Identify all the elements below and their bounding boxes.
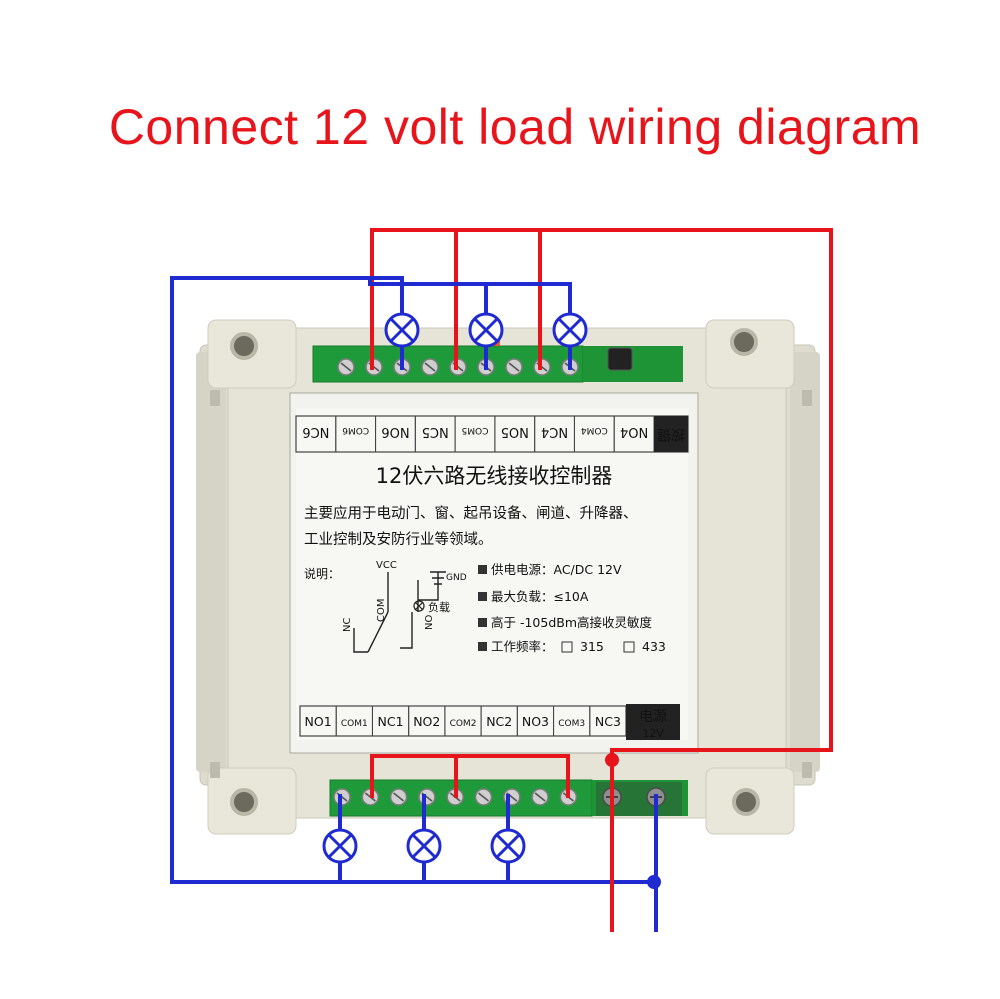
mount-hole-top-left xyxy=(230,332,258,360)
red-wire-bottom xyxy=(370,754,570,798)
legend-load: 负载 xyxy=(428,600,450,614)
spec-bullet xyxy=(478,565,487,574)
top-terminal-label: NO5 xyxy=(501,424,529,439)
top-terminal-label: NO4 xyxy=(620,424,648,439)
spec-freq-315: 315 xyxy=(580,639,604,654)
power-label-box xyxy=(626,704,680,740)
bottom-terminal-label: NO2 xyxy=(413,714,440,729)
description-line-2: 工业控制及安防行业等领域。 xyxy=(304,530,493,548)
spec-sensitivity: 高于 -105dBm高接收灵敏度 xyxy=(491,615,653,630)
bottom-terminal-label: NC1 xyxy=(378,714,404,729)
diagram-title: Connect 12 volt load wiring diagram xyxy=(108,99,922,155)
screw-slot xyxy=(478,792,489,802)
top-terminal-label: NC6 xyxy=(302,424,329,439)
legend-com: COM xyxy=(376,599,387,622)
spec-max-load: 最大负载：≤10A xyxy=(491,589,589,604)
screw-slot xyxy=(508,362,520,372)
description-line-1: 主要应用于电动门、窗、起吊设备、闸道、升降器、 xyxy=(304,504,638,522)
device-heading: 12伏六路无线接收控制器 xyxy=(376,464,613,488)
spec-bullet xyxy=(478,618,487,627)
screw-slot xyxy=(393,792,405,802)
power-label: 电源 xyxy=(639,709,667,725)
spec-freq-433: 433 xyxy=(642,639,666,654)
screw-slot xyxy=(534,792,546,802)
legend-title: 说明： xyxy=(304,566,340,581)
lamp-cross xyxy=(389,317,415,343)
load-lamps xyxy=(322,296,588,880)
screw-slot xyxy=(340,362,352,372)
legend-gnd: GND xyxy=(446,573,467,583)
bottom-terminal-label: COM1 xyxy=(341,719,368,729)
legend-load-icon xyxy=(413,600,425,612)
spec-freq-label: 工作频率： xyxy=(491,639,554,654)
legend-no: NO xyxy=(424,615,435,630)
mount-hole-bottom-left xyxy=(230,788,258,816)
lamp-cross xyxy=(557,317,583,343)
bottom-terminal-label: NC2 xyxy=(486,714,512,729)
screw-slot xyxy=(424,362,436,372)
bottom-terminal-label: COM2 xyxy=(450,719,477,729)
top-terminal-label: NC5 xyxy=(422,424,449,439)
top-terminal-label: COM5 xyxy=(462,425,489,435)
spec-bullet xyxy=(478,642,487,651)
red-junction-dot xyxy=(605,753,619,767)
mount-hole-top-right xyxy=(730,328,758,356)
button-label: 按键 xyxy=(657,426,685,442)
lamp-cross xyxy=(327,833,353,859)
bottom-terminal-label: COM3 xyxy=(558,719,585,729)
top-terminal-label: NC4 xyxy=(541,424,568,439)
top-terminal-label: NO6 xyxy=(381,424,409,439)
lamp-cross xyxy=(411,833,437,859)
button-label-box xyxy=(654,416,688,452)
lamp-cross xyxy=(473,317,499,343)
legend-vcc: VCC xyxy=(376,560,397,571)
label-panel: NC6 COM6 NO6 NC5 COM5 NO5 NC4 COM4 NO4 按键 12伏六路无… xyxy=(289,392,699,754)
legend-nc: NC xyxy=(342,618,353,632)
legend-schematic xyxy=(353,571,446,653)
blue-junction-dot xyxy=(647,875,661,889)
spec-power: 供电电源：AC/DC 12V xyxy=(491,562,622,577)
top-terminal-label: COM4 xyxy=(581,425,608,435)
freq-checkbox-433 xyxy=(623,641,635,653)
bottom-terminal-label: NO1 xyxy=(305,714,332,729)
bottom-terminal-label: NC3 xyxy=(595,714,621,729)
pair-button xyxy=(607,347,633,371)
mount-hole-bottom-right xyxy=(732,788,760,816)
bottom-terminal-label: NO3 xyxy=(522,714,549,729)
power-voltage: 12V xyxy=(642,727,664,740)
spec-bullet xyxy=(478,592,487,601)
top-terminal-label: COM6 xyxy=(342,425,369,435)
freq-checkbox-315 xyxy=(561,641,573,653)
blue-wire-top-left xyxy=(170,276,656,884)
lamp-cross xyxy=(495,833,521,859)
